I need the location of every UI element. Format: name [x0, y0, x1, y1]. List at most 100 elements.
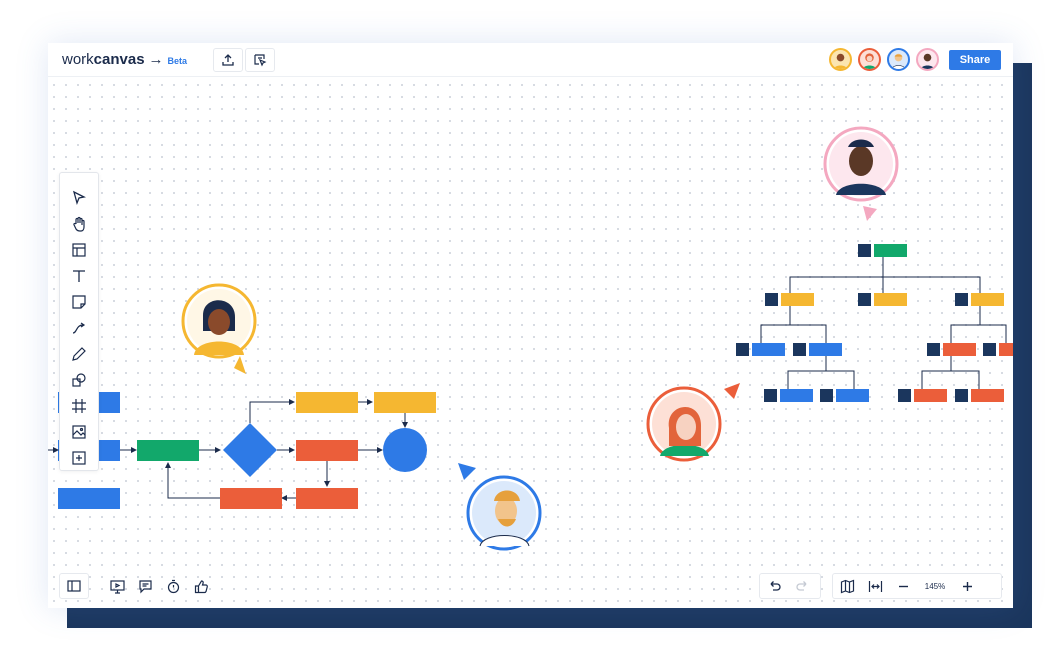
- org-chart: [736, 244, 1013, 402]
- org-node[interactable]: [874, 293, 907, 306]
- export-button[interactable]: [213, 48, 243, 72]
- org-node[interactable]: [836, 389, 869, 402]
- org-node[interactable]: [971, 389, 1004, 402]
- end-node[interactable]: [383, 428, 427, 472]
- zoom-level[interactable]: 145%: [924, 581, 946, 591]
- flow-node[interactable]: [296, 392, 358, 413]
- shapes-icon: [72, 373, 86, 387]
- sticky-note-tool[interactable]: [66, 291, 92, 313]
- zoom-controls: 145%: [832, 573, 1002, 599]
- comment-button[interactable]: [131, 574, 159, 598]
- map-icon: [840, 579, 854, 593]
- avatar[interactable]: [916, 48, 939, 71]
- collaborator-avatars: [829, 48, 939, 71]
- image-tool[interactable]: [66, 421, 92, 443]
- person-icon: [920, 53, 935, 69]
- timer-button[interactable]: [159, 574, 187, 598]
- present-button[interactable]: [245, 48, 275, 72]
- org-node-marker[interactable]: [927, 343, 940, 356]
- org-node[interactable]: [971, 293, 1004, 306]
- pen-tool[interactable]: [66, 343, 92, 365]
- org-node-marker[interactable]: [983, 343, 996, 356]
- plus-icon: [962, 581, 972, 591]
- org-node-marker[interactable]: [764, 389, 777, 402]
- frame-tool[interactable]: [66, 239, 92, 261]
- hand-tool[interactable]: [66, 213, 92, 235]
- minus-icon: [898, 585, 908, 587]
- logo-arrow: →: [148, 51, 164, 68]
- add-tool[interactable]: [66, 447, 92, 469]
- flow-node[interactable]: [374, 392, 436, 413]
- connector-tool[interactable]: [66, 317, 92, 339]
- avatar[interactable]: [829, 48, 852, 71]
- app-logo: workcanvas→Beta: [62, 51, 187, 68]
- undo-icon: [770, 580, 781, 591]
- fit-width-icon: [868, 580, 882, 592]
- select-tool[interactable]: [66, 187, 92, 209]
- diagram-canvas[interactable]: [48, 43, 1013, 608]
- org-node[interactable]: [943, 343, 976, 356]
- org-node-marker[interactable]: [955, 389, 968, 402]
- zoom-out-button[interactable]: [889, 574, 917, 598]
- flow-node[interactable]: [58, 488, 120, 509]
- flow-node[interactable]: [296, 440, 358, 461]
- org-node-marker[interactable]: [898, 389, 911, 402]
- org-node[interactable]: [780, 389, 813, 402]
- redo-button[interactable]: [788, 574, 816, 598]
- text-tool[interactable]: [66, 265, 92, 287]
- connector: [165, 462, 220, 499]
- minimap-button[interactable]: [833, 574, 861, 598]
- sidebar-toggle-button[interactable]: [60, 574, 88, 598]
- hand-icon: [73, 216, 85, 232]
- org-node-marker[interactable]: [736, 343, 749, 356]
- avatar[interactable]: [887, 48, 910, 71]
- org-node[interactable]: [999, 343, 1013, 356]
- person-icon: [862, 53, 877, 69]
- undo-button[interactable]: [760, 574, 788, 598]
- upload-icon: [222, 54, 234, 66]
- avatar[interactable]: [858, 48, 881, 71]
- org-node-marker[interactable]: [820, 389, 833, 402]
- org-node-marker[interactable]: [955, 293, 968, 306]
- collaborator-cursor: [646, 383, 740, 462]
- cursor-frame-icon: [254, 54, 267, 67]
- org-connector: [950, 324, 1007, 343]
- sidebar-toggle-group: [59, 573, 89, 599]
- history-controls: [759, 573, 821, 599]
- org-node-marker[interactable]: [793, 343, 806, 356]
- add-icon: [72, 451, 86, 465]
- frame-template-icon: [72, 243, 86, 257]
- tool-palette: [59, 172, 99, 471]
- org-node-marker[interactable]: [765, 293, 778, 306]
- logo-bold: canvas: [93, 51, 145, 68]
- zoom-in-button[interactable]: [953, 574, 981, 598]
- redo-icon: [795, 580, 806, 591]
- flow-node[interactable]: [220, 488, 282, 509]
- shapes-tool[interactable]: [66, 369, 92, 391]
- org-node[interactable]: [914, 389, 947, 402]
- org-node[interactable]: [752, 343, 785, 356]
- collaborator-cursor: [181, 283, 257, 374]
- grid-frame-icon: [72, 399, 86, 413]
- org-node-marker[interactable]: [858, 293, 871, 306]
- collaboration-tools: [103, 573, 229, 599]
- collaborator-cursor: [823, 126, 899, 221]
- org-node[interactable]: [874, 244, 907, 257]
- presentation-button[interactable]: [103, 574, 131, 598]
- sidebar-panel-icon: [67, 580, 81, 592]
- canvas-window[interactable]: workcanvas→Beta Share: [48, 43, 1013, 608]
- grid-frame-tool[interactable]: [66, 395, 92, 417]
- share-button[interactable]: Share: [949, 50, 1001, 70]
- text-icon: [73, 270, 85, 282]
- flow-node[interactable]: [137, 440, 199, 461]
- fit-width-button[interactable]: [861, 574, 889, 598]
- flowchart: [48, 392, 436, 509]
- decision-diamond[interactable]: [223, 423, 277, 477]
- top-bar: workcanvas→Beta Share: [48, 43, 1013, 77]
- org-node-marker[interactable]: [858, 244, 871, 257]
- org-node[interactable]: [781, 293, 814, 306]
- org-node[interactable]: [809, 343, 842, 356]
- reaction-button[interactable]: [187, 574, 215, 598]
- pen-icon: [72, 347, 86, 361]
- flow-node[interactable]: [296, 488, 358, 509]
